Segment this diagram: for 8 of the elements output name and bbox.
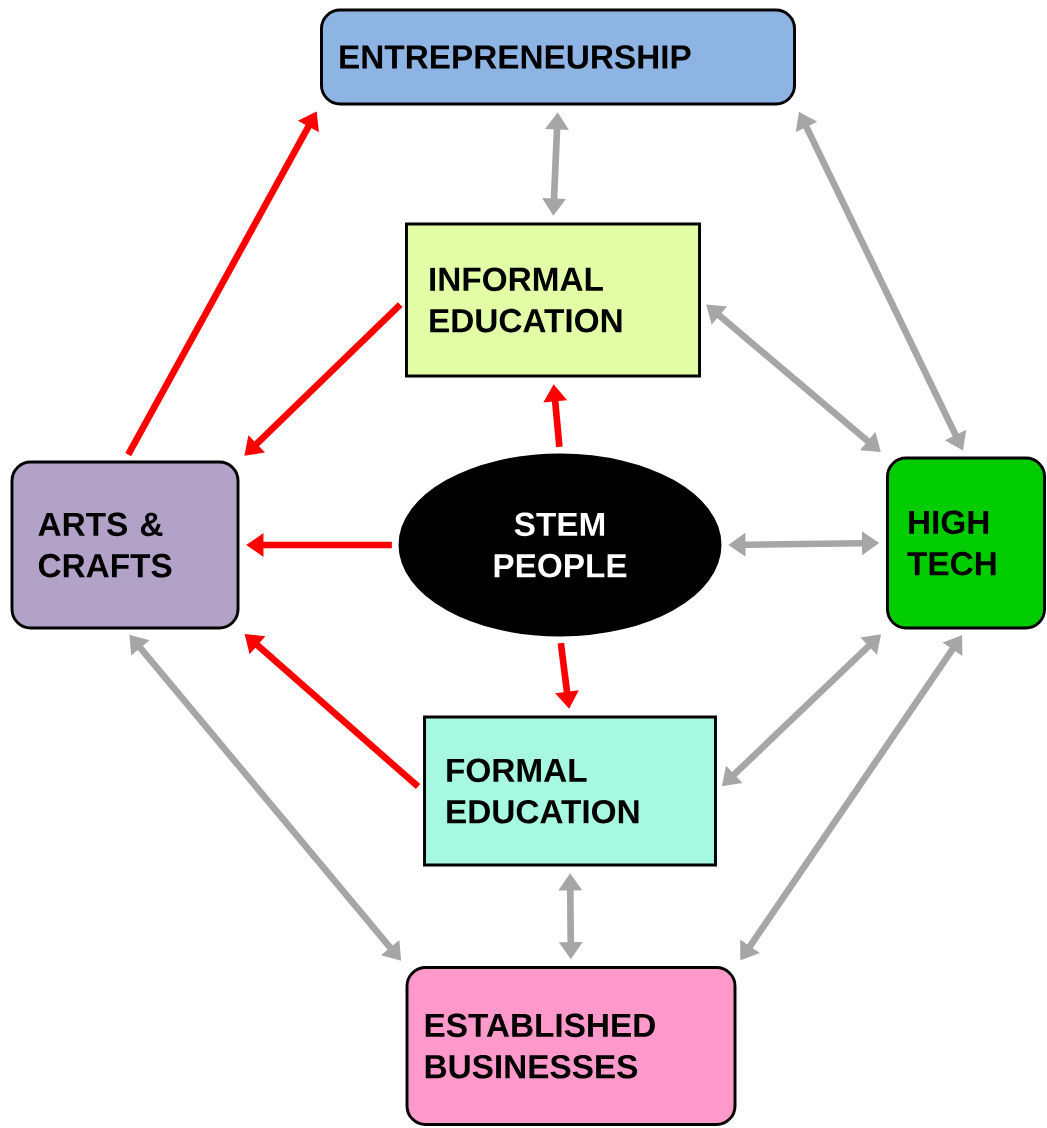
process-box: INFORMAL EDUCATION <box>405 222 701 378</box>
rounded-box: ENTREPRENEURSHIP <box>320 8 796 106</box>
process-box: FORMAL EDUCATION <box>423 715 717 867</box>
arrow <box>244 302 403 456</box>
rounded-box: HIGH TECH <box>886 456 1046 630</box>
rounded-box: ESTABLISHED BUSINESSES <box>405 966 737 1126</box>
ellipse-node: STEM PEOPLE <box>398 453 722 637</box>
rounded-box: ARTS & CRAFTS <box>10 460 240 630</box>
